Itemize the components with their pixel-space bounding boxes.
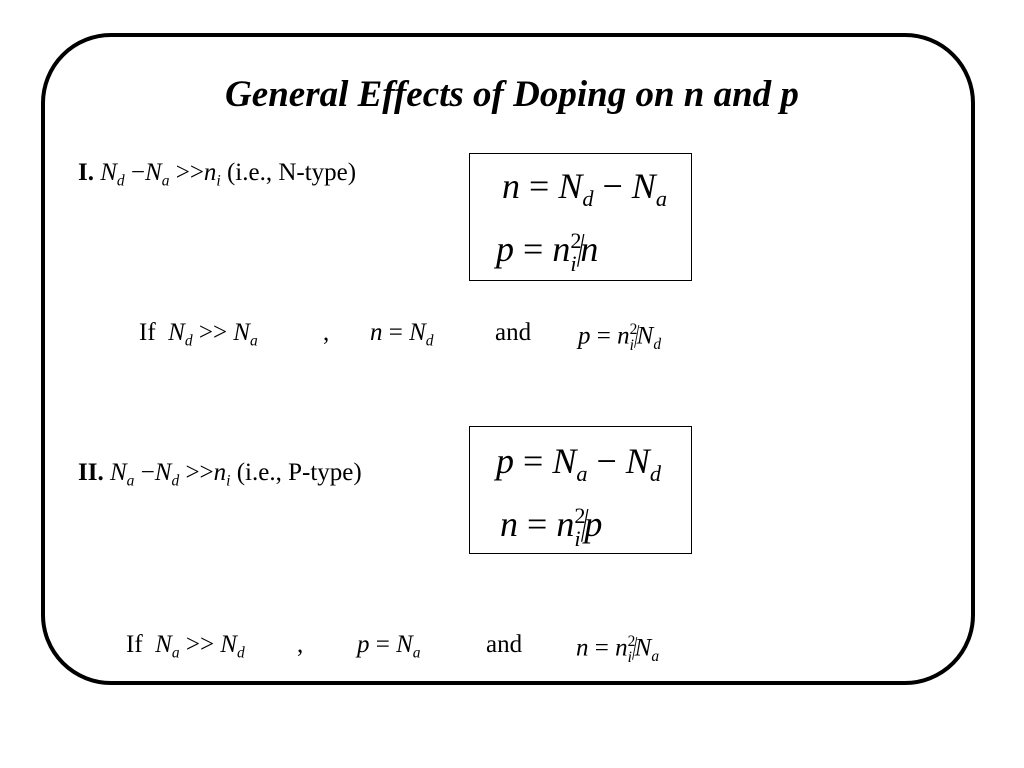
section-2-numeral: II.: [78, 459, 104, 486]
section-1-condition: Nd −Na >>ni: [100, 159, 221, 190]
section-1-and: and: [495, 319, 532, 346]
section-2-heading: II. Na −Nd >>ni (i.e., P-type): [78, 459, 362, 490]
section-2-condition: Na −Nd >>ni: [109, 459, 231, 490]
slide-frame: [41, 33, 975, 685]
section-1-note: (i.e., N-type): [226, 159, 357, 186]
section-1-heading: I. Nd −Na >>ni (i.e., N-type): [78, 159, 357, 190]
section-1-numeral: I.: [78, 159, 94, 186]
section-1-result-n: n = Nd: [370, 319, 434, 350]
section-2-note: (i.e., P-type): [236, 459, 362, 486]
section-1-if-line: If Nd >> Na: [139, 319, 258, 350]
slide-title: General Effects of Doping on n and p: [225, 74, 799, 115]
section-2-box-eq1: p = Na − Nd: [496, 441, 661, 486]
section-2-if-line: If Na >> Nd: [126, 631, 245, 662]
section-1-box-eq1: n = Nd − Na: [502, 166, 667, 211]
section-1-comma: ,: [323, 319, 330, 346]
section-2-result-p: p = Na: [357, 631, 421, 662]
section-2-and: and: [486, 631, 523, 658]
section-2-comma: ,: [297, 631, 304, 658]
